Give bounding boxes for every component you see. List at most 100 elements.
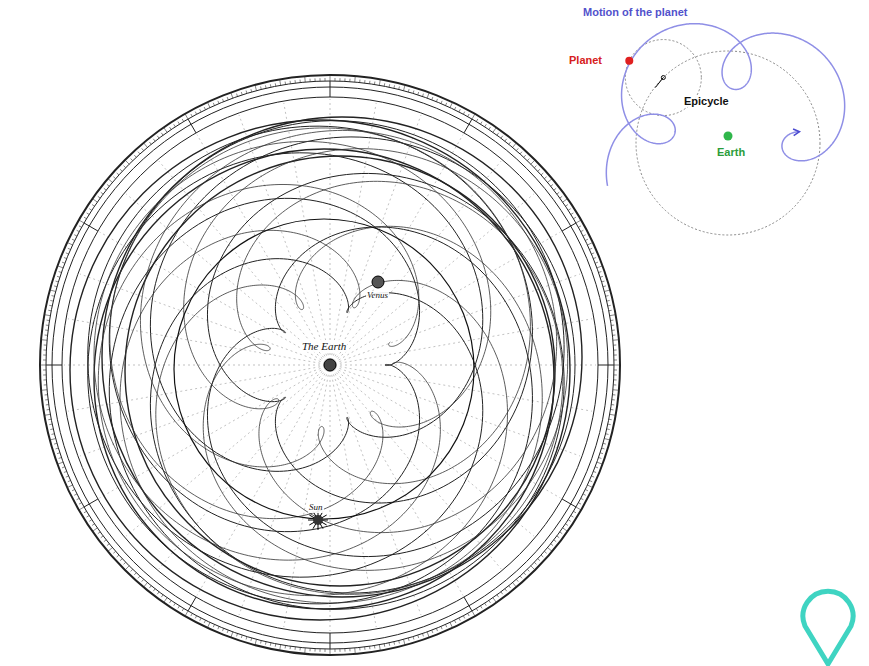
degree-tick [398, 87, 400, 90]
degree-tick [384, 644, 386, 647]
degree-tick [125, 566, 129, 570]
degree-tick [489, 600, 491, 602]
degree-tick [568, 209, 571, 211]
degree-tick [603, 443, 606, 445]
sign-divider [330, 633, 331, 649]
degree-tick [54, 285, 57, 287]
degree-tick [541, 555, 543, 557]
degree-tick [369, 646, 370, 649]
degree-tick [79, 220, 84, 223]
degree-tick [446, 624, 447, 627]
degree-tick [581, 498, 584, 499]
degree-tick [600, 276, 603, 278]
degree-tick [290, 646, 291, 649]
degree-tick [450, 102, 453, 107]
sign-divider [84, 223, 98, 231]
sight-line [330, 365, 463, 595]
degree-tick [107, 184, 109, 186]
degree-tick [432, 97, 433, 100]
degree-tick [241, 635, 243, 638]
degree-tick [218, 101, 219, 104]
degree-tick [513, 583, 517, 588]
degree-tick [324, 78, 325, 81]
degree-tick [364, 80, 365, 83]
degree-tick [89, 209, 92, 211]
degree-tick [612, 335, 615, 336]
degree-tick [66, 476, 69, 477]
degree-tick [246, 637, 248, 640]
degree-tick [359, 80, 360, 83]
sign-divider [330, 81, 331, 97]
planet-dot [625, 57, 633, 65]
degree-tick [551, 184, 553, 186]
degree-tick [446, 103, 447, 106]
degree-tick [330, 75, 331, 81]
degree-tick [41, 389, 47, 391]
path-arrowhead [793, 129, 799, 136]
degree-tick [509, 142, 511, 144]
degree-tick [49, 305, 52, 307]
degree-tick [246, 91, 248, 94]
degree-tick [64, 471, 67, 472]
sight-line [239, 365, 330, 615]
degree-tick [182, 119, 184, 122]
degree-tick [602, 281, 605, 283]
degree-tick [270, 84, 272, 87]
degree-tick [583, 494, 586, 495]
degree-tick [501, 592, 503, 594]
degree-tick [255, 639, 257, 645]
sight-line [330, 99, 331, 365]
degree-tick [422, 94, 424, 97]
degree-tick [153, 139, 155, 141]
degree-tick [612, 394, 615, 395]
degree-tick [74, 235, 77, 236]
degree-tick [138, 152, 140, 154]
degree-tick [149, 142, 151, 144]
degree-tick [300, 80, 301, 83]
degree-tick [74, 494, 77, 495]
degree-tick [45, 330, 48, 331]
degree-tick [485, 603, 487, 606]
degree-tick [436, 99, 437, 102]
degree-tick [144, 143, 148, 148]
degree-tick [450, 622, 453, 627]
degree-tick [413, 91, 415, 94]
sight-line [330, 194, 534, 365]
degree-tick [422, 634, 424, 637]
degree-tick [389, 84, 391, 87]
degree-tick [131, 569, 133, 571]
degree-tick [50, 439, 56, 441]
degree-tick [44, 414, 50, 415]
degree-tick [359, 647, 360, 650]
degree-tick [560, 196, 562, 198]
degree-tick [611, 409, 614, 410]
degree-tick [578, 226, 581, 227]
degree-tick [573, 217, 576, 219]
degree-tick [427, 92, 429, 98]
degree-tick [56, 281, 59, 283]
degree-tick [174, 603, 176, 606]
degree-tick [463, 616, 464, 619]
degree-tick [84, 511, 87, 513]
degree-tick [44, 344, 47, 345]
degree-tick [178, 122, 180, 125]
degree-tick [77, 230, 80, 231]
degree-tick [606, 433, 609, 435]
degree-tick [50, 300, 53, 302]
venus-path [88, 121, 575, 610]
degree-tick [304, 76, 306, 82]
degree-tick [476, 119, 478, 122]
degree-tick [524, 573, 526, 575]
degree-tick [534, 562, 536, 564]
degree-tick [67, 242, 72, 245]
degree-tick [191, 114, 192, 117]
sun-dot [313, 515, 323, 525]
degree-tick [200, 109, 201, 112]
degree-tick [463, 112, 464, 115]
degree-tick [113, 177, 115, 179]
sign-divider [188, 119, 196, 133]
degree-tick [472, 611, 475, 616]
degree-tick [334, 649, 335, 652]
degree-tick [79, 226, 82, 227]
degree-tick [379, 79, 380, 85]
